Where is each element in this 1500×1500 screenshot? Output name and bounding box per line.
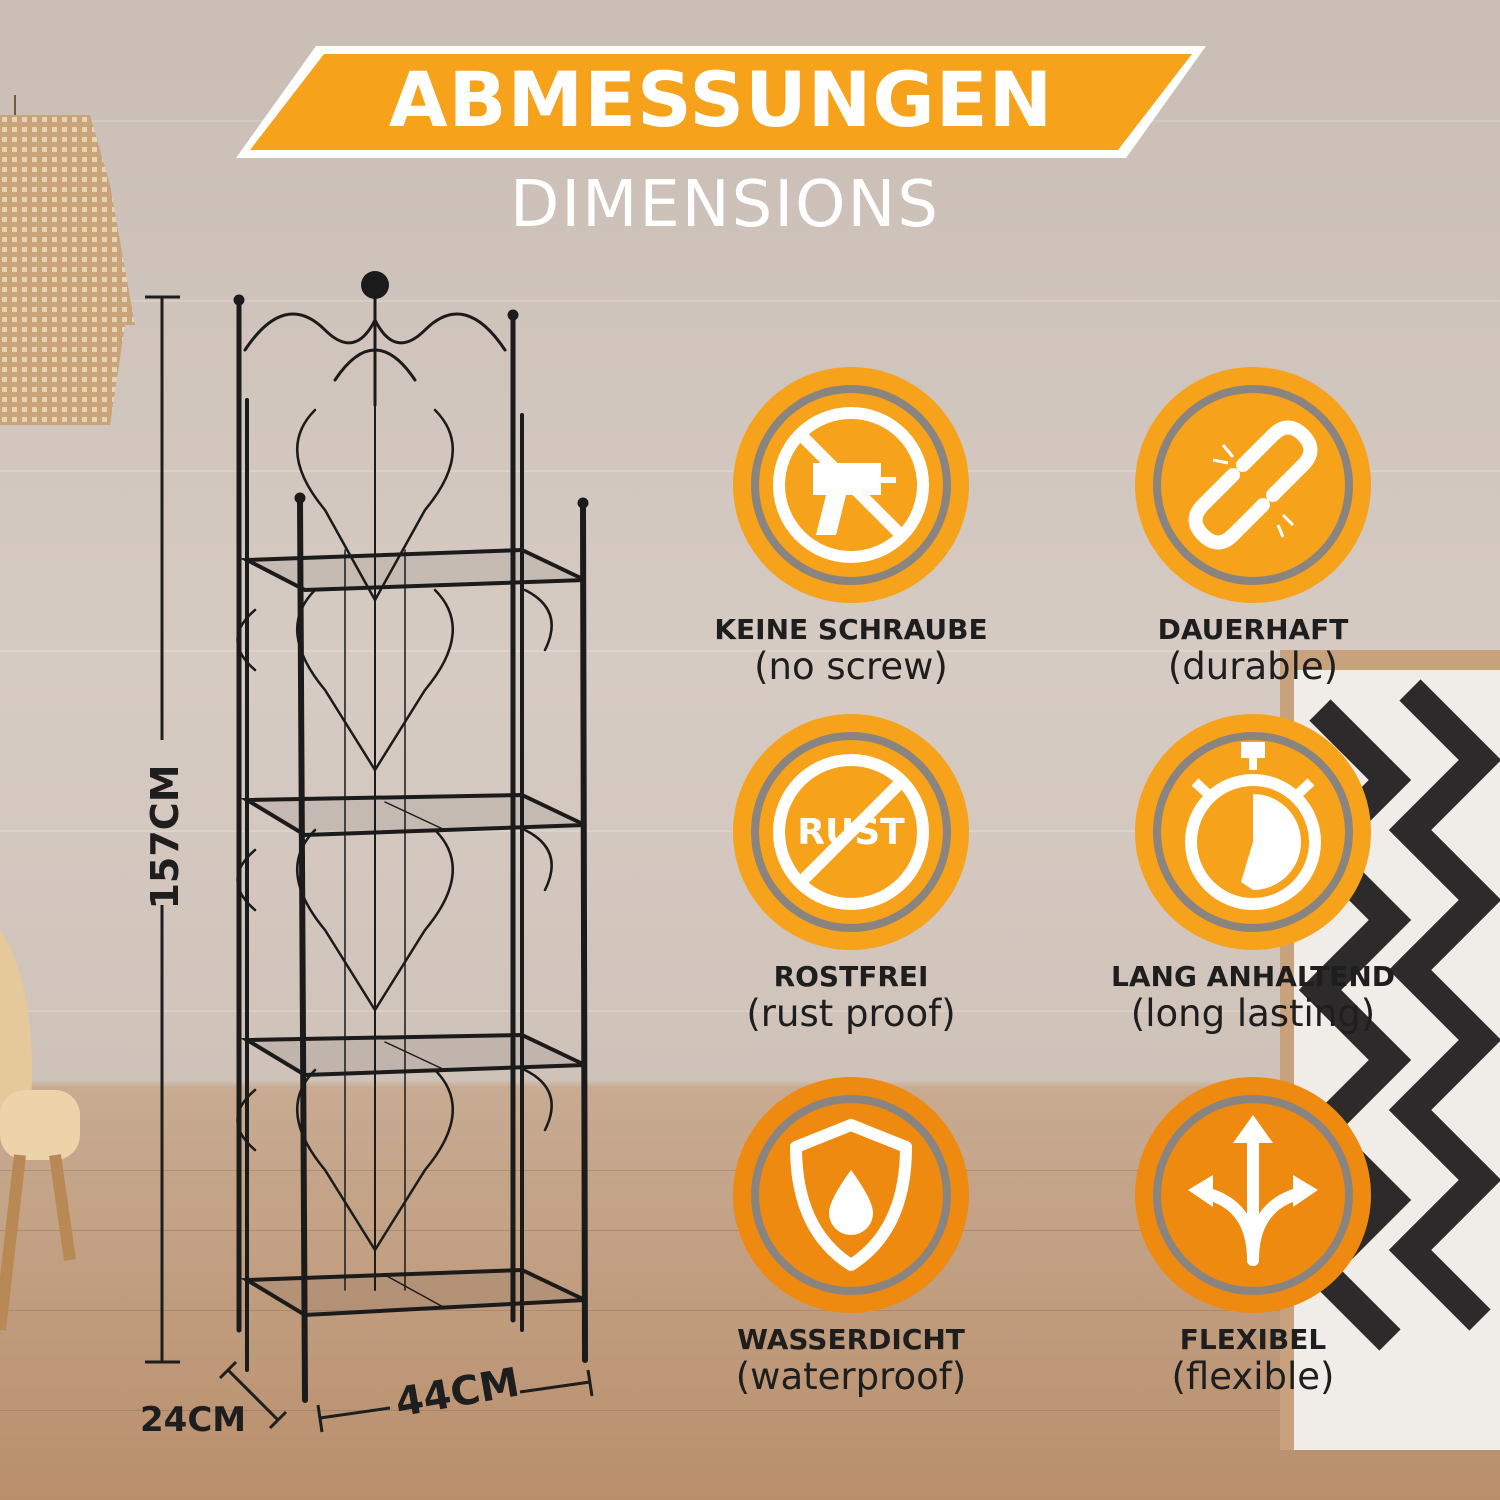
depth-label: 24CM: [140, 1400, 247, 1440]
feature-subtitle: (waterproof): [735, 1355, 967, 1398]
feature-subtitle: (long lasting): [1130, 992, 1376, 1035]
chair-image: [0, 930, 80, 1331]
feature-title: ROSTFREI: [773, 960, 929, 993]
feature-title: DAUERHAFT: [1157, 613, 1349, 646]
feature-subtitle: (no screw): [754, 645, 948, 688]
feature-title: LANG ANHALTEND: [1111, 960, 1395, 993]
wall-line: [0, 650, 1500, 652]
feature-title: FLEXIBEL: [1179, 1323, 1327, 1356]
feature-long-lasting: LANG ANHALTEND (long lasting): [1083, 712, 1423, 1035]
page-subtitle: DIMENSIONS: [509, 168, 941, 242]
feature-no-screw: KEINE SCHRAUBE (no screw): [681, 365, 1021, 688]
chain-link-icon: [1135, 367, 1371, 603]
shelf-product-image: [233, 271, 589, 1403]
feature-rust-proof: RUST ROSTFREI (rust proof): [681, 712, 1021, 1035]
feature-waterproof: WASSERDICHT (waterproof): [681, 1075, 1021, 1398]
feature-subtitle: (durable): [1167, 645, 1339, 688]
feature-title: WASSERDICHT: [737, 1323, 965, 1356]
height-label: 157CM: [143, 764, 187, 910]
title-banner: [236, 46, 1206, 158]
no-rust-icon: RUST: [733, 714, 969, 950]
floor-line: [0, 1410, 1500, 1411]
split-arrows-icon: [1135, 1077, 1371, 1313]
feature-durable: DAUERHAFT (durable): [1083, 365, 1423, 688]
pendant-lamp-image: [0, 95, 135, 425]
feature-subtitle: (flexible): [1171, 1355, 1335, 1398]
feature-subtitle: (rust proof): [746, 992, 956, 1035]
stopwatch-icon: [1135, 714, 1371, 950]
floor-line: [0, 1310, 1500, 1311]
wall-line: [0, 300, 1500, 302]
feature-title: KEINE SCHRAUBE: [714, 613, 988, 646]
no-drill-icon: [733, 367, 969, 603]
feature-flexible: FLEXIBEL (flexible): [1083, 1075, 1423, 1398]
shield-drop-icon: [733, 1077, 969, 1313]
page-title: ABMESSUNGEN: [388, 55, 1054, 144]
wall-line: [0, 1010, 1500, 1012]
